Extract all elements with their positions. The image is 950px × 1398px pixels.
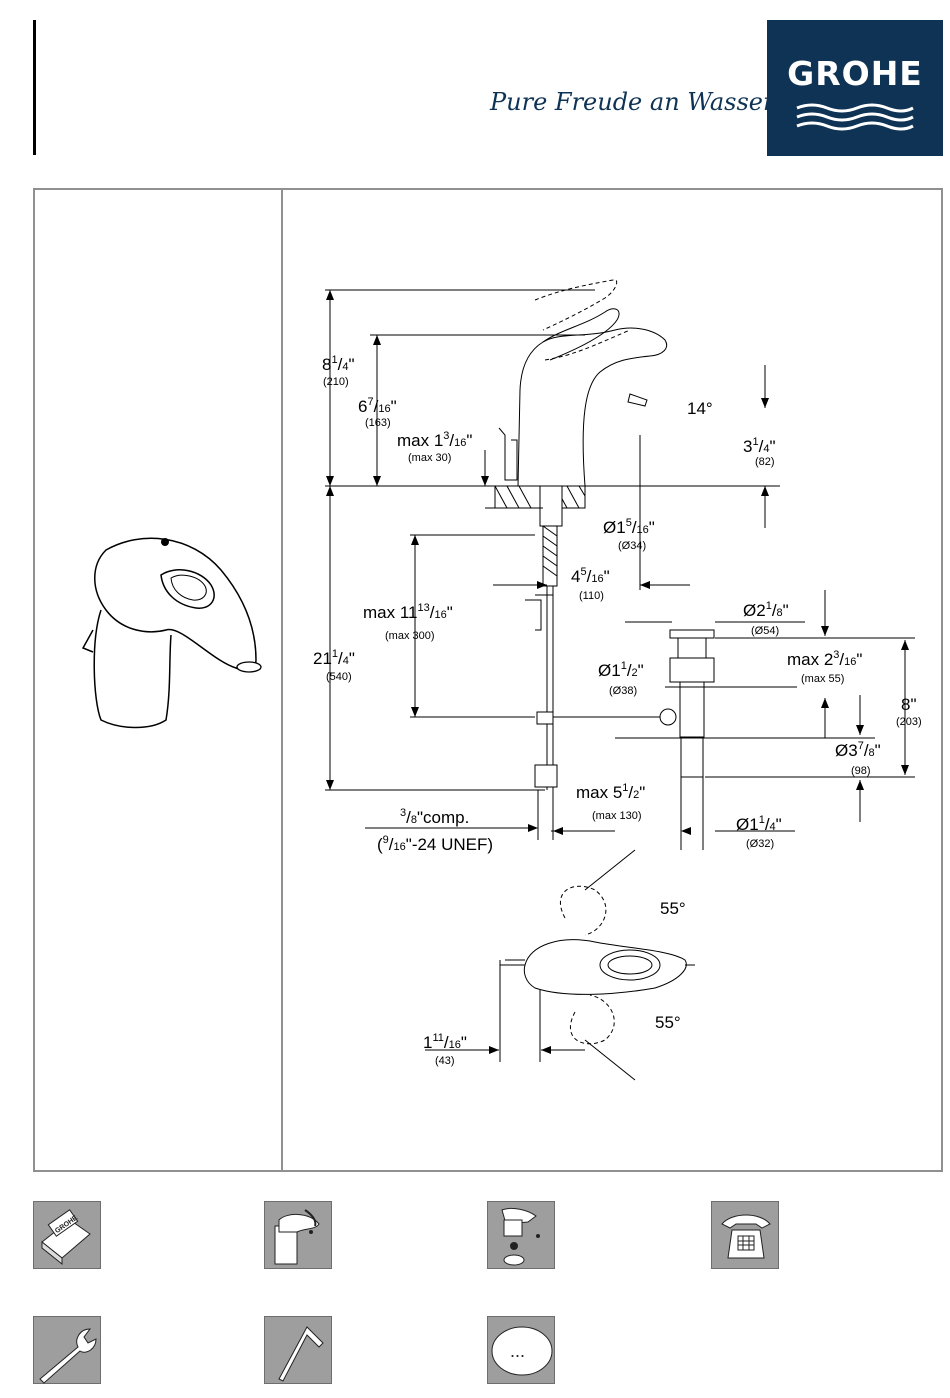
grohe-logo: GROHE (767, 20, 943, 156)
technical-drawing-panel (283, 188, 943, 1172)
svg-text:max 13/16": max 13/16" (397, 430, 472, 450)
installation-icon[interactable] (264, 1201, 332, 1269)
angle-55-bottom: 55° (655, 1013, 681, 1032)
dim-4-5-16: 4 (571, 567, 580, 586)
svg-text:31/4": 31/4" (743, 436, 776, 456)
dim-dia-3-7-8: Ø3 (835, 741, 858, 760)
svg-text:max 1113/16": max 1113/16" (363, 602, 453, 622)
more-icon[interactable]: ... (487, 1316, 555, 1384)
service-phone-icon[interactable] (711, 1201, 779, 1269)
brand-slogan: Pure Freude an Wasser (490, 88, 775, 116)
dim-dia-1-1-4-mm: (Ø32) (746, 838, 774, 850)
angle-14-label: 14° (687, 399, 713, 418)
logo-wordmark: GROHE (787, 54, 923, 93)
dim-dia-1-5-16: Ø1 (603, 518, 626, 537)
dim-21-1-4: 21 (313, 649, 332, 668)
dim-dia-1-1-2-mm: (Ø38) (609, 685, 637, 697)
dim-max-2-3-16: max 2 (787, 650, 833, 669)
wrench-icon[interactable] (33, 1316, 101, 1384)
svg-text:Ø11/4": Ø11/4" (736, 814, 782, 834)
dim-dia-2-1-8: Ø2 (743, 601, 766, 620)
dim-8-1-4: 8 (322, 355, 331, 374)
svg-text:111/16": 111/16" (423, 1032, 467, 1052)
dim-max-5-1-2-mm: (max 130) (592, 810, 642, 822)
product-view-panel (33, 188, 283, 1172)
spare-parts-icon[interactable] (487, 1201, 555, 1269)
dim-max-1-3-16: max 1 (397, 431, 443, 450)
dim-dia-1-1-2: Ø1 (598, 661, 621, 680)
svg-text:Ø21/8": Ø21/8" (743, 600, 789, 620)
svg-text:max 23/16": max 23/16" (787, 649, 862, 669)
dim-dia-3-7-8-mm: (98) (851, 765, 871, 777)
dim-3-1-4-mm: (82) (755, 456, 775, 468)
dim-1-11-16-mm: (43) (435, 1055, 455, 1067)
angle-55-top: 55° (660, 899, 686, 918)
dim-21-1-4-mm: (540) (326, 671, 352, 683)
dim-4-5-16-mm: (110) (579, 590, 604, 602)
dim-max-1-3-16-mm: (max 30) (408, 452, 451, 464)
dim-max-2-3-16-mm: (max 55) (801, 673, 844, 685)
svg-text:211/4": 211/4" (313, 648, 355, 668)
svg-text:67/16": 67/16" (358, 396, 397, 416)
dim-8-1-4-mm: (210) (323, 376, 349, 388)
dim-8-mm: (203) (896, 716, 922, 728)
svg-text:Ø37/8": Ø37/8" (835, 740, 881, 760)
dim-max-11-13-16: max 11 (363, 603, 418, 622)
svg-text:Ø11/2": Ø11/2" (598, 660, 644, 680)
dim-8: 8 (901, 695, 910, 714)
dim-dia-1-1-4: Ø1 (736, 815, 759, 834)
dim-max-5-1-2: max 5 (576, 783, 622, 802)
package-contents-icon[interactable]: GROHE (33, 1201, 101, 1269)
comp-label: 3/8"comp. (400, 807, 469, 827)
header-rule (33, 20, 36, 155)
dim-6-7-16-mm: (163) (365, 417, 391, 429)
unef-label: (9/16"-24 UNEF) (377, 834, 493, 854)
svg-text:...: ... (510, 1341, 525, 1361)
dim-max-11-13-16-mm: (max 300) (385, 630, 435, 642)
faucet-product-illustration (81, 537, 262, 729)
hex-key-icon[interactable] (264, 1316, 332, 1384)
svg-text:max 51/2": max 51/2" (576, 782, 645, 802)
dimension-drawing: 81/4" (210) 67/16" (163) max 13/16" (max… (313, 279, 922, 1081)
svg-text:8": 8" (901, 695, 917, 714)
dim-dia-2-1-8-mm: (Ø54) (751, 625, 779, 637)
svg-text:Ø15/16": Ø15/16" (603, 517, 655, 537)
dim-6-7-16: 6 (358, 397, 367, 416)
dim-dia-1-5-16-mm: (Ø34) (618, 540, 646, 552)
svg-text:81/4": 81/4" (322, 354, 355, 374)
svg-text:45/16": 45/16" (571, 566, 610, 586)
dim-3-1-4: 3 (743, 437, 752, 456)
dim-1-11-16: 1 (423, 1033, 432, 1052)
logo-waves-icon (796, 103, 914, 131)
